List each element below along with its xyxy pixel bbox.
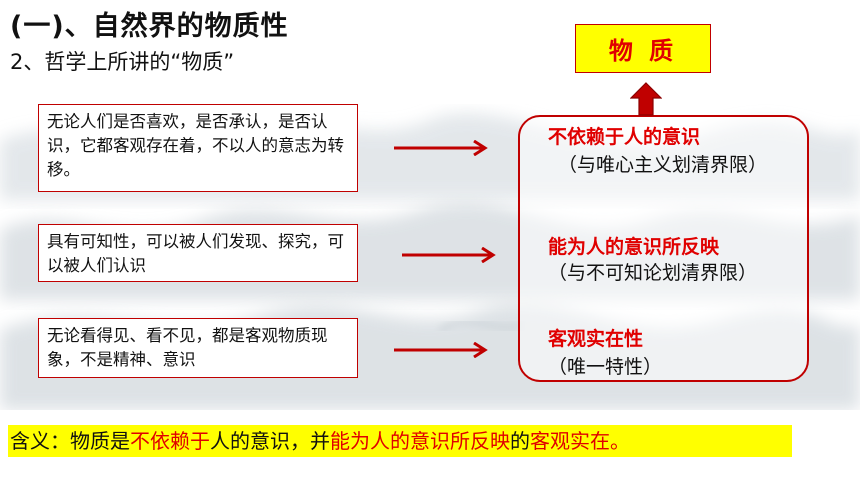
description-box-3: 无论看得见、看不见，都是客观物质现象，不是精神、意识 [38,318,358,378]
property-note-1: （与唯心主义划清界限） [558,154,768,176]
section-heading: (一)、自然界的物质性 [10,11,289,42]
property-title-1: 不依赖于人的意识 [548,126,701,148]
matter-label-box: 物 质 [575,24,711,73]
property-note-3: （唯一特性） [548,356,663,378]
property-title-3: 客观实在性 [548,328,644,350]
definition-highlight: 不依赖于 [130,429,210,453]
right-arrow-icon [394,140,488,156]
right-arrow-icon [394,342,488,358]
definition-highlight: 能为人的意识所反映 [330,429,510,453]
definition-bar: 含义：物质是不依赖于人的意识，并能为人的意识所反映的客观实在。 [8,425,792,457]
description-box-2: 具有可知性，可以被人们发现、探究，可以被人们认识 [38,224,358,282]
property-note-2: （与不可知论划清界限） [548,262,758,284]
definition-part: 的 [510,429,530,453]
definition-part: 人的意识，并 [210,429,330,453]
properties-panel [518,115,809,382]
subheading: 2、哲学上所讲的“物质” [10,50,235,74]
definition-part: 含义：物质是 [10,429,130,453]
up-arrow-icon [630,82,662,116]
description-box-1: 无论人们是否喜欢，是否承认，是否认识，它都客观存在着，不以人的意志为转移。 [38,104,358,192]
right-arrow-icon [402,247,496,263]
definition-highlight: 客观实在。 [530,429,630,453]
property-title-2: 能为人的意识所反映 [548,236,720,258]
